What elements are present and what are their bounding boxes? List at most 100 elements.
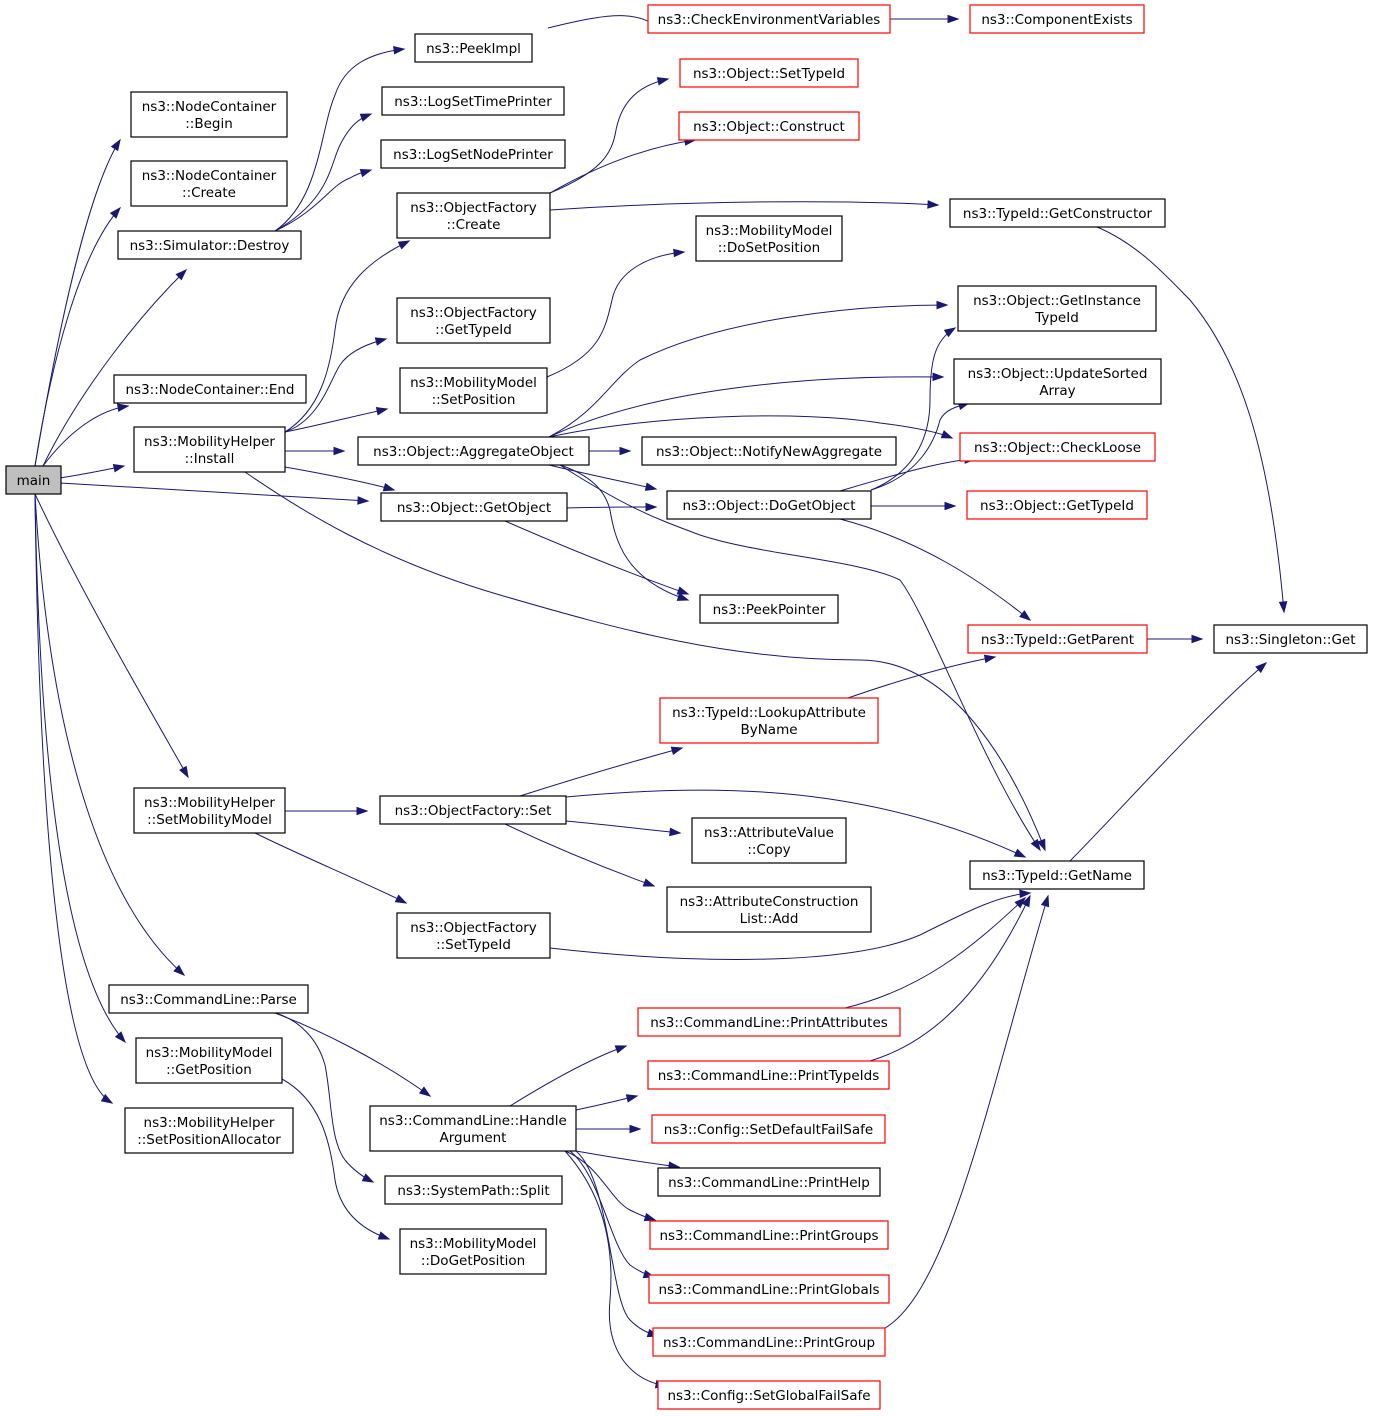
call-edge (34, 493, 126, 1044)
node-label: ns3::CommandLine::PrintHelp (668, 1175, 870, 1191)
call-edge (548, 415, 954, 439)
node-cfg-setdef[interactable]: ns3::Config::SetDefaultFailSafe (651, 1114, 886, 1144)
node-tid-getparent[interactable]: ns3::TypeId::GetParent (967, 624, 1148, 654)
arrow-head-icon (645, 502, 658, 512)
node-check-env[interactable]: ns3::CheckEnvironmentVariables (647, 4, 891, 34)
node-cl-pgroup[interactable]: ns3::CommandLine::PrintGroup (652, 1327, 886, 1357)
node-obj-checkloose[interactable]: ns3::Object::CheckLoose (959, 432, 1156, 462)
node-main[interactable]: main (5, 465, 62, 495)
arrow-head-icon (619, 446, 632, 456)
node-box (384, 1175, 563, 1205)
arrow-head-icon (625, 1094, 639, 1103)
node-obj-getobj[interactable]: ns3::Object::GetObject (380, 492, 568, 522)
node-obj-settid[interactable]: ns3::Object::SetTypeId (679, 58, 859, 88)
arrow-head-icon (1019, 610, 1032, 621)
node-label: ns3::ComponentExists (981, 12, 1132, 28)
node-label: ns3::MobilityModel (410, 375, 537, 391)
call-edge-line (42, 405, 129, 467)
node-label: ::DoGetPosition (421, 1253, 525, 1269)
node-label: ns3::Object::GetTypeId (980, 498, 1134, 514)
arrow-head-icon (676, 586, 690, 595)
node-of-gettid[interactable]: ns3::ObjectFactory::GetTypeId (396, 297, 551, 344)
node-nc-create[interactable]: ns3::NodeContainer::Create (130, 160, 288, 207)
node-of-set[interactable]: ns3::ObjectFactory::Set (379, 795, 567, 825)
node-mh-setmm[interactable]: ns3::MobilityHelper::SetMobilityModel (133, 787, 286, 834)
node-box (130, 160, 288, 207)
node-obj-construct[interactable]: ns3::Object::Construct (678, 111, 860, 141)
call-edge-line (274, 1012, 431, 1097)
call-edge-line (549, 892, 1031, 960)
node-tid-getctor[interactable]: ns3::TypeId::GetConstructor (949, 198, 1166, 228)
call-edge (847, 654, 997, 699)
node-cl-ptids[interactable]: ns3::CommandLine::PrintTypeIds (647, 1060, 890, 1090)
node-label: ns3::TypeId::GetParent (981, 632, 1134, 648)
call-edge (549, 77, 670, 194)
call-edge-line (869, 895, 1031, 1062)
node-box (113, 374, 307, 404)
call-edge-line (548, 415, 953, 439)
arrow-head-icon (333, 446, 346, 456)
arrow-head-icon (642, 878, 656, 887)
node-label: ByName (740, 722, 797, 738)
node-cl-parse[interactable]: ns3::CommandLine::Parse (108, 984, 309, 1014)
node-singleton-get[interactable]: ns3::Singleton::Get (1213, 624, 1368, 654)
call-edge-line (284, 466, 395, 491)
node-cl-pglobals[interactable]: ns3::CommandLine::PrintGlobals (648, 1274, 890, 1304)
node-cl-phelp[interactable]: ns3::CommandLine::PrintHelp (657, 1167, 881, 1197)
node-nc-end[interactable]: ns3::NodeContainer::End (113, 374, 307, 404)
node-av-copy[interactable]: ns3::AttributeValue::Copy (691, 817, 847, 864)
node-mh-install[interactable]: ns3::MobilityHelper::Install (133, 426, 286, 473)
arrow-head-icon (359, 113, 373, 122)
node-label: ns3::Config::SetGlobalFailSafe (667, 1388, 870, 1404)
node-mm-dosetpos[interactable]: ns3::MobilityModel::DoSetPosition (695, 215, 843, 262)
arrow-head-icon (175, 268, 188, 281)
node-obj-dogetobj[interactable]: ns3::Object::DoGetObject (666, 490, 872, 520)
node-obj-agg[interactable]: ns3::Object::AggregateObject (357, 436, 590, 466)
node-cfg-setglob[interactable]: ns3::Config::SetGlobalFailSafe (657, 1380, 881, 1410)
node-label: ns3::Object::SetTypeId (693, 66, 845, 82)
arrow-head-icon (394, 894, 408, 904)
node-obj-notify[interactable]: ns3::Object::NotifyNewAggregate (641, 436, 897, 466)
node-mm-getpos[interactable]: ns3::MobilityModel::GetPosition (135, 1037, 283, 1084)
node-box (651, 1114, 886, 1144)
node-comp-exists[interactable]: ns3::ComponentExists (969, 4, 1145, 34)
call-edge-line (34, 493, 113, 1104)
node-mh-setpa[interactable]: ns3::MobilityHelper::SetPositionAllocato… (124, 1107, 294, 1154)
node-obj-gettypeid[interactable]: ns3::Object::GetTypeId (966, 490, 1148, 520)
call-edge (59, 463, 126, 479)
node-logtime[interactable]: ns3::LogSetTimePrinter (381, 86, 565, 116)
call-edge-line (34, 139, 121, 467)
call-edge-line (254, 832, 407, 904)
call-edge (588, 446, 632, 456)
call-edge-line (575, 1150, 680, 1168)
node-sim-destroy[interactable]: ns3::Simulator::Destroy (117, 230, 302, 260)
node-lognode[interactable]: ns3::LogSetNodePrinter (380, 139, 566, 169)
node-box (695, 215, 843, 262)
node-peekptr[interactable]: ns3::PeekPointer (699, 594, 839, 624)
call-edge (549, 200, 940, 211)
call-edge (34, 493, 189, 779)
arrow-head-icon (936, 300, 949, 310)
node-of-create[interactable]: ns3::ObjectFactory::Create (396, 192, 551, 239)
node-mm-dogetpos[interactable]: ns3::MobilityModel::DoGetPosition (399, 1228, 547, 1275)
node-mm-setpos[interactable]: ns3::MobilityModel::SetPosition (399, 367, 548, 414)
node-label: ns3::LogSetNodePrinter (393, 147, 553, 163)
node-label: ns3::TypeId::GetName (982, 868, 1132, 884)
node-tid-getname[interactable]: ns3::TypeId::GetName (969, 860, 1145, 890)
node-label: ns3::Object::NotifyNewAggregate (656, 444, 882, 460)
call-edge (548, 372, 945, 438)
node-nc-begin[interactable]: ns3::NodeContainer::Begin (130, 91, 288, 138)
node-label: ns3::CheckEnvironmentVariables (658, 12, 881, 28)
call-edge (548, 300, 949, 438)
node-peekimpl[interactable]: ns3::PeekImpl (414, 33, 533, 63)
node-cl-pattr[interactable]: ns3::CommandLine::PrintAttributes (637, 1007, 901, 1037)
node-of-settid[interactable]: ns3::ObjectFactory::SetTypeId (396, 912, 551, 959)
node-box (647, 4, 891, 34)
node-sp-split[interactable]: ns3::SystemPath::Split (384, 1175, 563, 1205)
node-cl-pgroups[interactable]: ns3::CommandLine::PrintGroups (649, 1220, 889, 1250)
